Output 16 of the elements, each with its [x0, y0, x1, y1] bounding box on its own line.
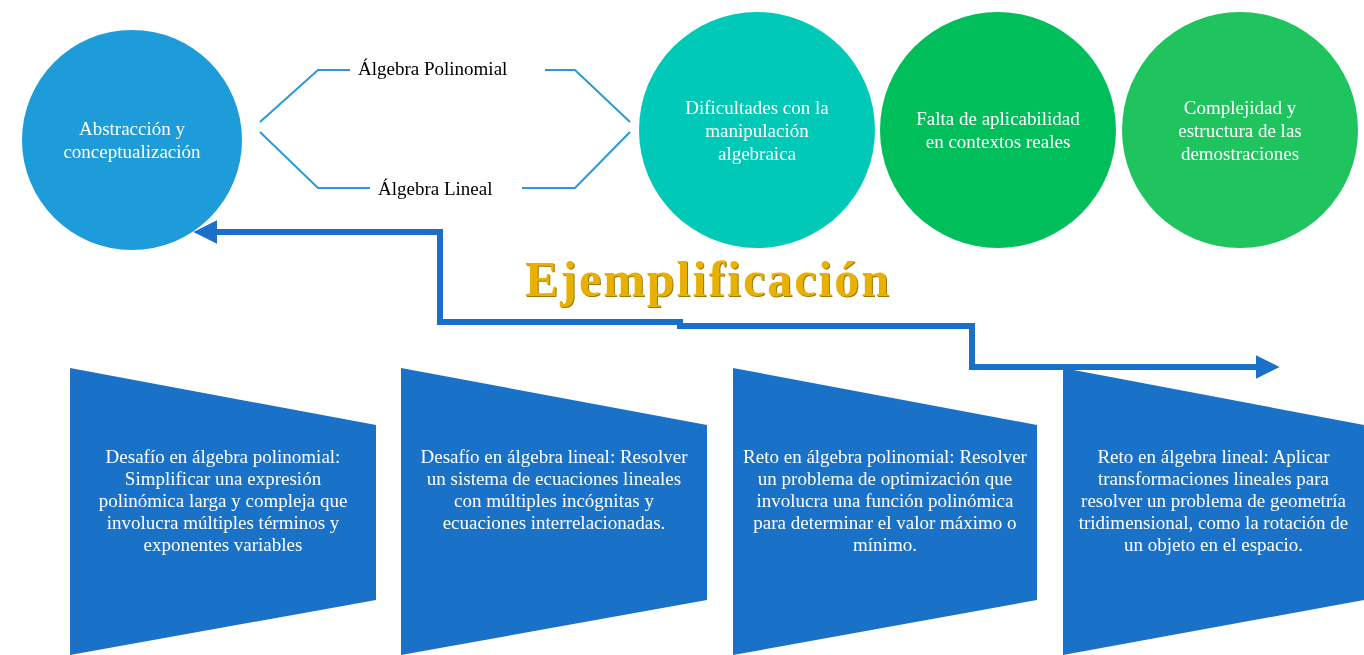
challenge-text: Desafío en álgebra lineal: Resolver un sistema de ecuaciones lineales con múltiples incógnitas y ecuaciones interrelacionadas.: [419, 446, 689, 534]
challenge-text: Reto en álgebra lineal: Aplicar transformaciones lineales para resolver un problema de geometría tridimensional, como la rotación de un objeto en el espacio.: [1077, 446, 1350, 556]
connector-line: [259, 131, 371, 189]
stepped-arrow: [193, 220, 1280, 379]
circle-text: Abstracción y conceptualización: [62, 117, 202, 163]
challenge-text: Desafío en álgebra polinomial: Simplificar una expresión polinómica larga y compleja que involucra múltiples términos y exponentes variables: [97, 446, 349, 556]
circle-text: Falta de aplicabilidad en contextos reales: [915, 107, 1081, 153]
connector-line: [521, 131, 631, 189]
branch-label: Álgebra Polinomial: [358, 58, 508, 80]
connector-line: [259, 69, 351, 123]
heading: Ejemplificación: [523, 250, 893, 308]
branch-label: Álgebra Lineal: [378, 178, 493, 200]
connector-line: [544, 69, 631, 123]
circle-text: Complejidad y estructura de las demostraciones: [1177, 95, 1303, 165]
circle-text: Dificultades con la manipulación algebraica: [684, 95, 830, 165]
challenge-text: Reto en álgebra polinomial: Resolver un problema de optimización que involucra una función polinómica para determinar el valor máximo o mínimo.: [743, 446, 1027, 556]
